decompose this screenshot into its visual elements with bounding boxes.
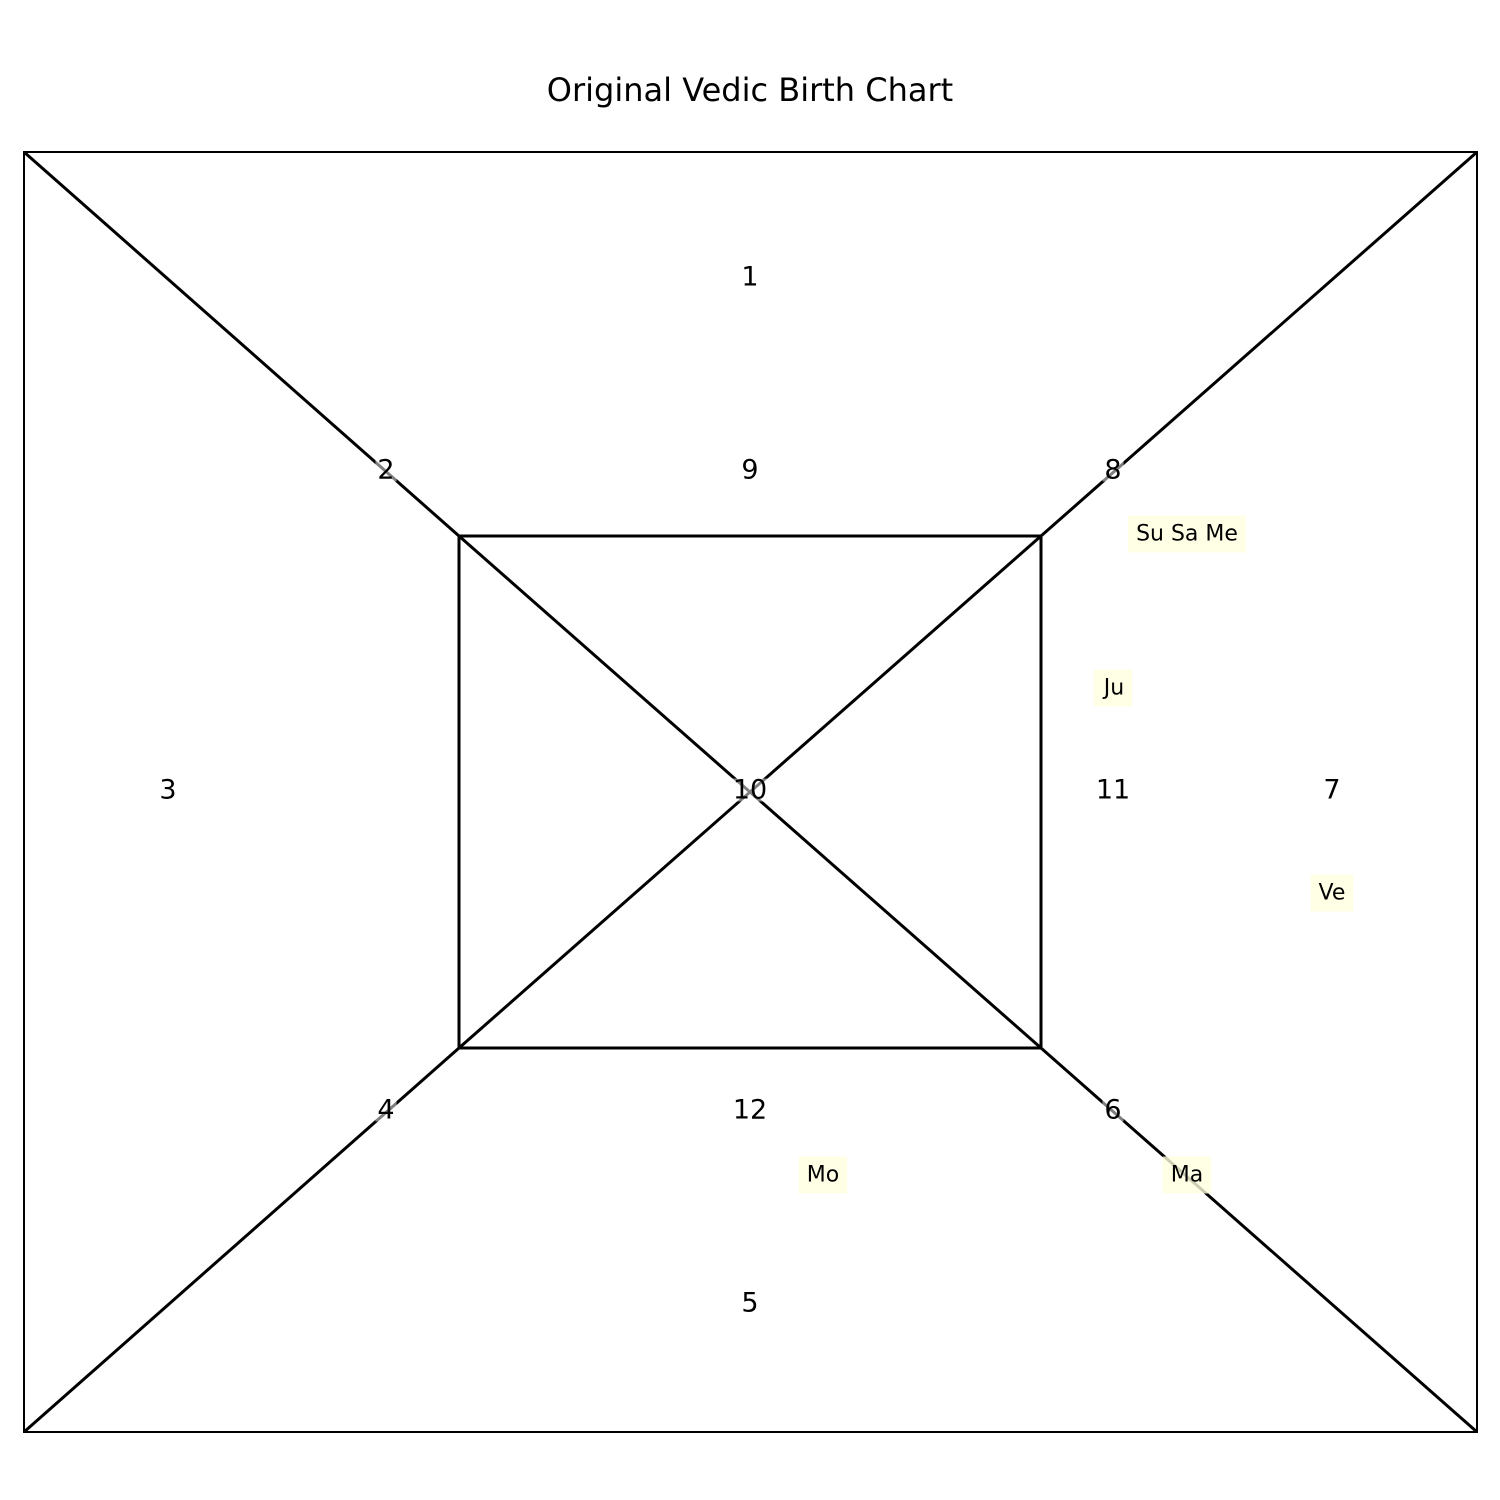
planet-label-house-6: Ma xyxy=(1162,1156,1212,1194)
planet-label-text: Su Sa Me xyxy=(1136,522,1238,547)
house-number-9: 9 xyxy=(741,455,758,486)
house-number-4: 4 xyxy=(377,1095,394,1126)
house-number-11: 11 xyxy=(1096,775,1130,806)
planet-label-box xyxy=(1162,1156,1212,1194)
house-number-halo xyxy=(1102,1098,1124,1122)
planet-label-box xyxy=(798,1156,848,1194)
chart-title: Original Vedic Birth Chart xyxy=(546,71,954,109)
house-number-halo xyxy=(739,1291,761,1315)
inner-square xyxy=(457,534,1043,1050)
house-number-halo xyxy=(375,1098,397,1122)
planet-label-text: Ma xyxy=(1171,1163,1203,1188)
planet-label-text: Mo xyxy=(807,1163,839,1188)
house-number-halo xyxy=(1321,778,1343,802)
planet-label-house-7: Ve xyxy=(1310,874,1354,912)
house-number-7: 7 xyxy=(1323,775,1340,806)
planet-label-house-8: Su Sa Me xyxy=(1128,515,1246,553)
house-number-halo xyxy=(730,778,770,802)
house-number-1: 1 xyxy=(741,262,758,293)
planet-label-box xyxy=(1093,669,1133,707)
house-number-3: 3 xyxy=(159,775,176,806)
house-number-8: 8 xyxy=(1104,455,1121,486)
house-number-halo xyxy=(1093,778,1133,802)
house-number-halo xyxy=(730,1098,770,1122)
planet-label-house-12: Mo xyxy=(798,1156,848,1194)
house-number-5: 5 xyxy=(741,1288,758,1319)
house-number-halo xyxy=(1102,458,1124,482)
outer-border xyxy=(23,151,1478,1433)
planet-label-box xyxy=(1128,515,1246,553)
house-number-halo xyxy=(739,265,761,289)
house-number-halo xyxy=(739,458,761,482)
house-number-halo xyxy=(157,778,179,802)
planet-label-box xyxy=(1310,874,1354,912)
planet-label-house-11: Ju xyxy=(1093,669,1133,707)
house-number-6: 6 xyxy=(1104,1095,1121,1126)
house-number-12: 12 xyxy=(733,1095,767,1126)
house-number-halo xyxy=(375,458,397,482)
house-number-2: 2 xyxy=(377,455,394,486)
planet-label-text: Ju xyxy=(1102,676,1124,701)
house-number-10: 10 xyxy=(733,775,767,806)
planet-label-text: Ve xyxy=(1319,881,1346,906)
